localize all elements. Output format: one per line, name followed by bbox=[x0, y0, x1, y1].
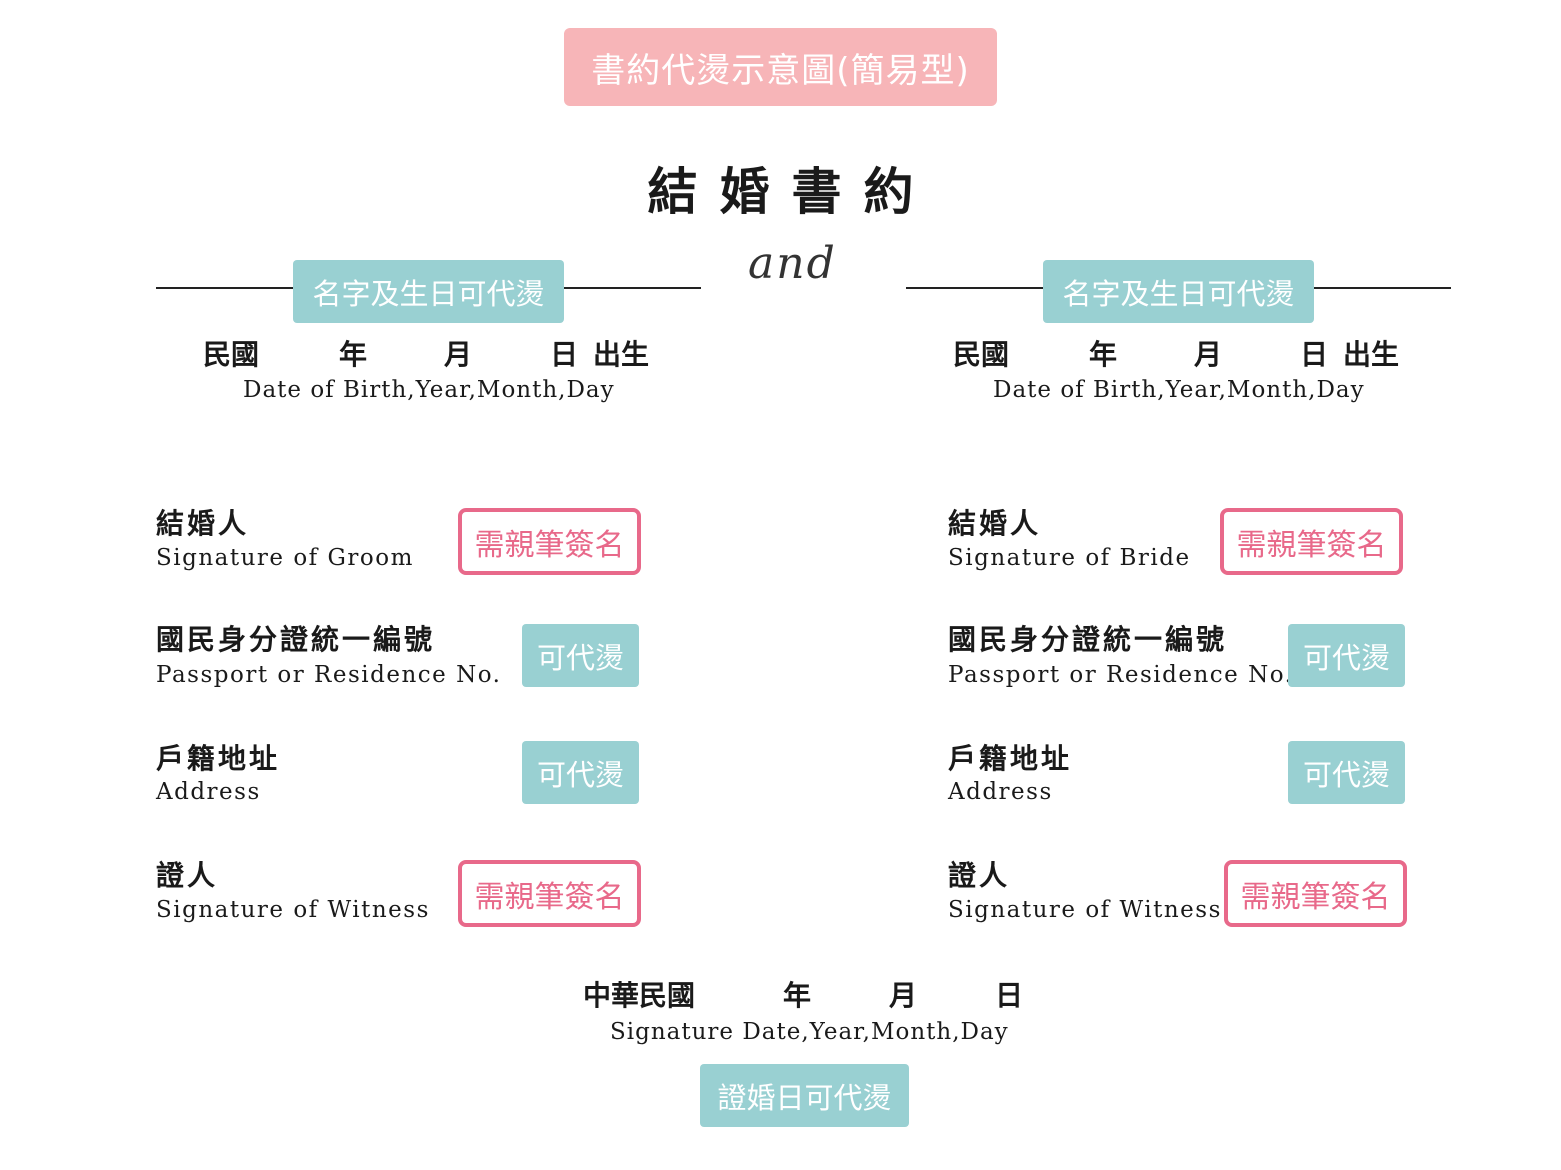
can-print-tag: 可代燙 bbox=[1288, 624, 1405, 687]
can-print-tag: 可代燙 bbox=[522, 624, 639, 687]
id-label-zh: 國民身分證統一編號 bbox=[948, 623, 1228, 656]
can-print-tag: 可代燙 bbox=[522, 741, 639, 804]
witness-label-zh: 證人 bbox=[948, 859, 1011, 892]
id-label-en: Passport or Residence No. bbox=[948, 662, 1294, 688]
spouse-label-zh: 結婚人 bbox=[948, 507, 1042, 540]
birth-english: Date of Birth,Year,Month,Day bbox=[243, 377, 615, 403]
and-script-mark: and bbox=[748, 238, 837, 289]
signature-date-english: Signature Date,Year,Month,Day bbox=[610, 1019, 1009, 1045]
address-label-zh: 戶籍地址 bbox=[156, 742, 281, 775]
id-label-zh: 國民身分證統一編號 bbox=[156, 623, 436, 656]
month-label: 月 bbox=[444, 338, 473, 371]
wedding-date-badge: 證婚日可代燙 bbox=[700, 1064, 909, 1127]
day-label: 日 bbox=[1300, 338, 1329, 371]
sign-required-tag: 需親筆簽名 bbox=[458, 508, 641, 575]
born-label: 出生 bbox=[593, 338, 650, 371]
year-label: 年 bbox=[339, 338, 368, 371]
diagram-title-badge: 書約代燙示意圖(簡易型) bbox=[564, 28, 997, 106]
born-label: 出生 bbox=[1343, 338, 1400, 371]
year-label: 年 bbox=[783, 979, 812, 1012]
sign-required-tag: 需親筆簽名 bbox=[1224, 860, 1407, 927]
witness-label-en: Signature of Witness bbox=[948, 897, 1222, 923]
month-label: 月 bbox=[1194, 338, 1223, 371]
right-name-badge: 名字及生日可代燙 bbox=[1043, 260, 1314, 323]
address-label-en: Address bbox=[156, 779, 261, 805]
minguo-label: 民國 bbox=[953, 338, 1010, 371]
day-label: 日 bbox=[550, 338, 579, 371]
sign-required-tag: 需親筆簽名 bbox=[1220, 508, 1403, 575]
document-title: 結婚書約 bbox=[647, 162, 936, 221]
roc-label: 中華民國 bbox=[583, 979, 696, 1012]
year-label: 年 bbox=[1089, 338, 1118, 371]
id-label-en: Passport or Residence No. bbox=[156, 662, 502, 688]
spouse-label-en: Signature of Bride bbox=[948, 545, 1191, 571]
address-label-en: Address bbox=[948, 779, 1053, 805]
minguo-label: 民國 bbox=[203, 338, 260, 371]
address-label-zh: 戶籍地址 bbox=[948, 742, 1073, 775]
birth-english: Date of Birth,Year,Month,Day bbox=[993, 377, 1365, 403]
month-label: 月 bbox=[889, 979, 918, 1012]
witness-label-en: Signature of Witness bbox=[156, 897, 430, 923]
day-label: 日 bbox=[995, 979, 1024, 1012]
sign-required-tag: 需親筆簽名 bbox=[458, 860, 641, 927]
left-name-badge: 名字及生日可代燙 bbox=[293, 260, 564, 323]
witness-label-zh: 證人 bbox=[156, 859, 219, 892]
spouse-label-zh: 結婚人 bbox=[156, 507, 250, 540]
can-print-tag: 可代燙 bbox=[1288, 741, 1405, 804]
spouse-label-en: Signature of Groom bbox=[156, 545, 414, 571]
